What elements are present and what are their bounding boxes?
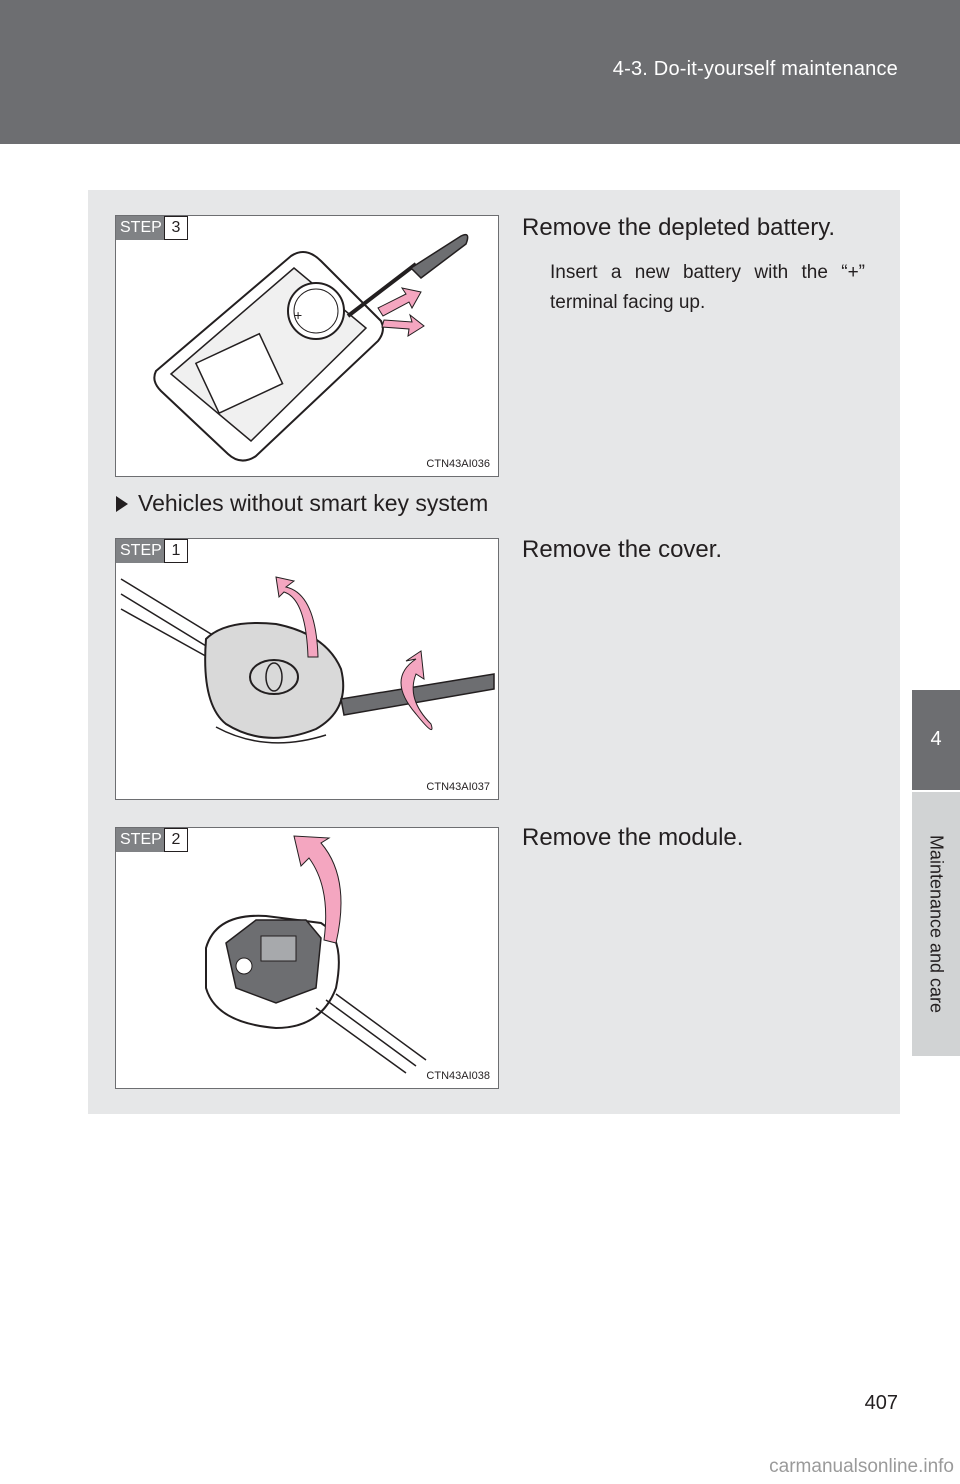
step-label: STEP — [116, 539, 164, 563]
step-number: 2 — [164, 828, 188, 852]
figure-code: CTN43AI036 — [426, 458, 490, 470]
step-3-note: Insert a new battery with the “+” termin… — [550, 262, 865, 313]
step-2-instruction: Remove the module. — [522, 824, 744, 851]
page-header: 4-3. Do-it-yourself maintenance — [0, 0, 960, 144]
page-number: 407 — [864, 1392, 898, 1414]
figure-code: CTN43AI037 — [426, 781, 490, 793]
figure-step-1: STEP 1 CTN43AI037 — [115, 538, 499, 800]
section-heading-text: Vehicles without smart key system — [138, 490, 489, 516]
svg-text:+: + — [294, 307, 302, 323]
figure-code: CTN43AI038 — [426, 1070, 490, 1082]
key-battery-removal-illustration: + — [153, 233, 469, 462]
step-badge: STEP 1 — [116, 539, 188, 563]
figure-step-3: + STEP 3 CTN43AI036 — [115, 215, 499, 477]
chapter-tab: 4 — [912, 690, 960, 790]
watermark: carmanualsonline.info — [769, 1456, 954, 1477]
step-badge: STEP 2 — [116, 828, 188, 852]
step-1-instruction: Remove the cover. — [522, 536, 723, 563]
step-number: 1 — [164, 539, 188, 563]
chapter-label-tab: Maintenance and care — [912, 792, 960, 1056]
key-module-removal-illustration — [205, 835, 427, 1074]
section-heading: Vehicles without smart key system — [116, 490, 488, 517]
key-cover-removal-illustration — [120, 576, 495, 744]
step-3-instruction: Remove the depleted battery. — [522, 214, 836, 241]
figure-step-2: STEP 2 CTN43AI038 — [115, 827, 499, 1089]
step-number: 3 — [164, 216, 188, 240]
triangle-bullet-icon — [116, 495, 128, 512]
chapter-label: Maintenance and care — [926, 834, 947, 1014]
chapter-number: 4 — [930, 728, 942, 750]
content-panel: + STEP 3 CTN43AI036 Remove the depleted … — [88, 190, 900, 1114]
step-label: STEP — [116, 216, 164, 240]
step-badge: STEP 3 — [116, 216, 188, 240]
step-label: STEP — [116, 828, 164, 852]
section-title: 4-3. Do-it-yourself maintenance — [612, 58, 898, 80]
